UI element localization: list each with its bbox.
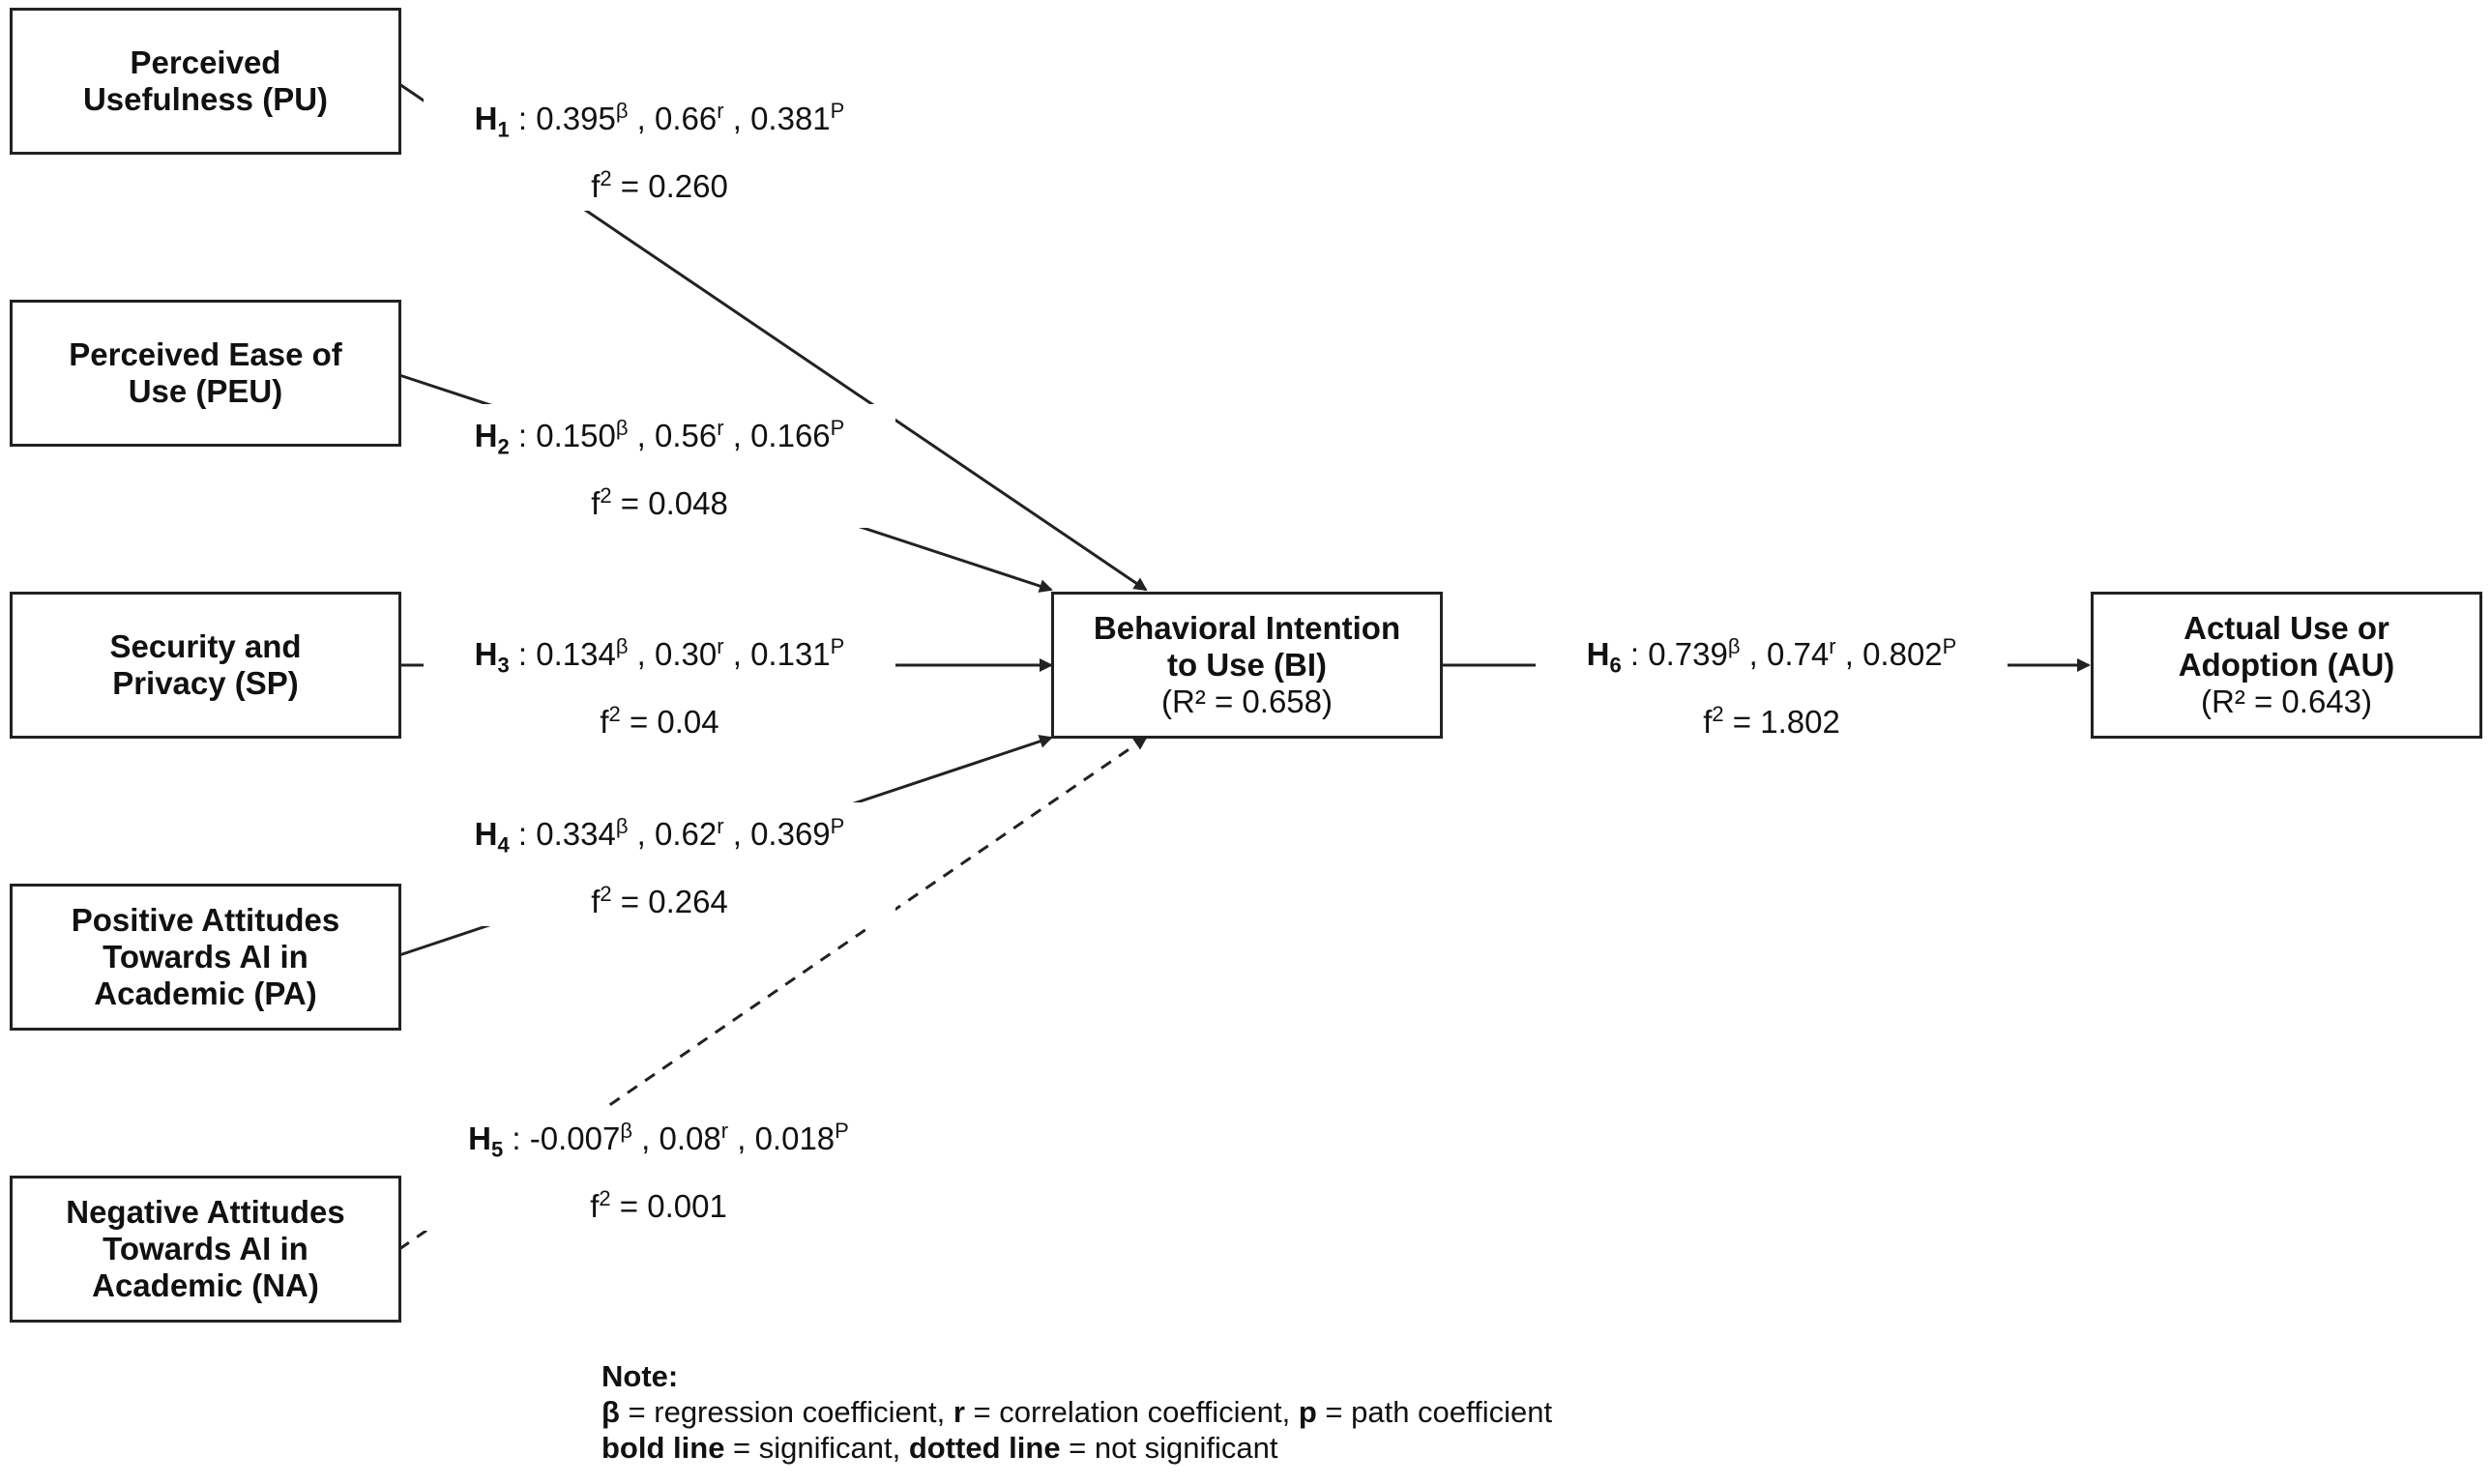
- construct-au-name: Actual Use or Adoption (AU): [2178, 610, 2395, 683]
- path-h4-label: H4 : 0.334β , 0.62r , 0.369P f2 = 0.264: [424, 802, 895, 926]
- path-h1-coefficients: H1 : 0.395β , 0.66r , 0.381P: [474, 99, 845, 142]
- construct-peu-name: Perceived Ease of Use (PEU): [69, 336, 342, 409]
- path-h6-label: H6 : 0.739β , 0.74r , 0.802P f2 = 1.802: [1536, 623, 2008, 746]
- construct-bi: Behavioral Intention to Use (BI) (R² = 0…: [1051, 592, 1443, 739]
- path-h3-effect-size: f2 = 0.04: [600, 701, 719, 740]
- path-h4-coefficients: H4 : 0.334β , 0.62r , 0.369P: [474, 814, 845, 858]
- path-h3-label: H3 : 0.134β , 0.30r , 0.131P f2 = 0.04: [424, 623, 895, 746]
- path-h4-effect-size: f2 = 0.264: [591, 881, 728, 919]
- construct-sp-name: Security and Privacy (SP): [109, 628, 302, 701]
- construct-na-name: Negative Attitudes Towards AI in Academi…: [66, 1194, 345, 1303]
- note-line-1: β = regression coefficient, r = correlat…: [601, 1395, 1553, 1429]
- construct-au-r2: (R² = 0.643): [2201, 684, 2372, 719]
- path-h1-effect-size: f2 = 0.260: [591, 165, 728, 204]
- construct-sp: Security and Privacy (SP): [10, 592, 401, 739]
- construct-na: Negative Attitudes Towards AI in Academi…: [10, 1176, 401, 1323]
- construct-bi-name: Behavioral Intention to Use (BI): [1093, 610, 1401, 683]
- construct-bi-r2: (R² = 0.658): [1161, 684, 1333, 719]
- construct-pu-name: Perceived Usefulness (PU): [82, 44, 329, 117]
- path-h2-coefficients: H2 : 0.150β , 0.56r , 0.166P: [474, 416, 845, 459]
- construct-pu: Perceived Usefulness (PU): [10, 8, 401, 155]
- path-h5-effect-size: f2 = 0.001: [590, 1185, 727, 1224]
- path-h6-coefficients: H6 : 0.739β , 0.74r , 0.802P: [1586, 634, 1957, 678]
- construct-peu: Perceived Ease of Use (PEU): [10, 300, 401, 447]
- construct-au: Actual Use or Adoption (AU) (R² = 0.643): [2091, 592, 2482, 739]
- note-line-2: bold line = significant, dotted line = n…: [601, 1431, 1278, 1465]
- path-h2-label: H2 : 0.150β , 0.56r , 0.166P f2 = 0.048: [424, 404, 895, 528]
- path-h6-effect-size: f2 = 1.802: [1703, 701, 1840, 740]
- construct-pa-name: Positive Attitudes Towards AI in Academi…: [71, 902, 340, 1011]
- construct-pa: Positive Attitudes Towards AI in Academi…: [10, 884, 401, 1031]
- note-title: Note:: [601, 1359, 679, 1393]
- legend-note: Note: β = regression coefficient, r = co…: [601, 1358, 1552, 1466]
- path-h5-coefficients: H5 : -0.007β , 0.08r , 0.018P: [468, 1119, 849, 1162]
- path-h2-effect-size: f2 = 0.048: [591, 482, 728, 521]
- path-h5-label: H5 : -0.007β , 0.08r , 0.018P f2 = 0.001: [418, 1107, 899, 1231]
- path-h1-label: H1 : 0.395β , 0.66r , 0.381P f2 = 0.260: [424, 87, 895, 211]
- path-h3-coefficients: H3 : 0.134β , 0.30r , 0.131P: [474, 634, 845, 678]
